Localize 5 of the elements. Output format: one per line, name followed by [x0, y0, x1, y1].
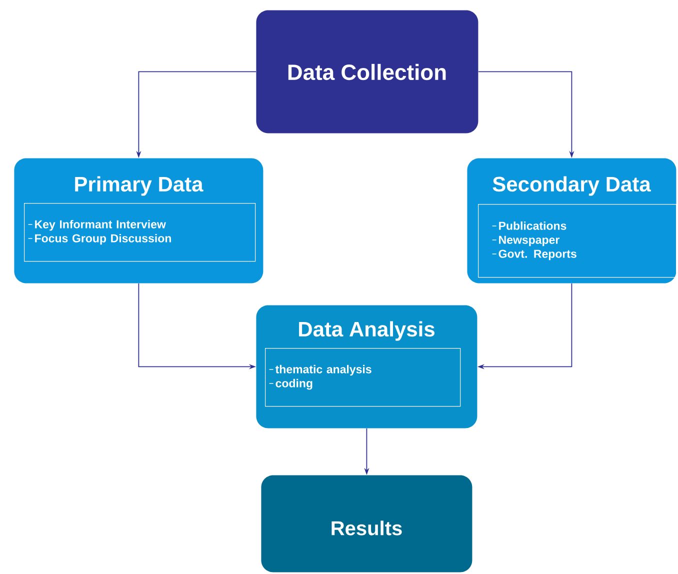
list-box: thematic analysis coding: [265, 348, 461, 407]
process-box: Data Collection: [256, 10, 478, 134]
process-box: Results: [261, 475, 472, 572]
list-box: Publications Newspaper Govt. Reports: [478, 204, 677, 278]
list-box: Key Informant Interview Focus Group Discussion: [24, 203, 256, 262]
